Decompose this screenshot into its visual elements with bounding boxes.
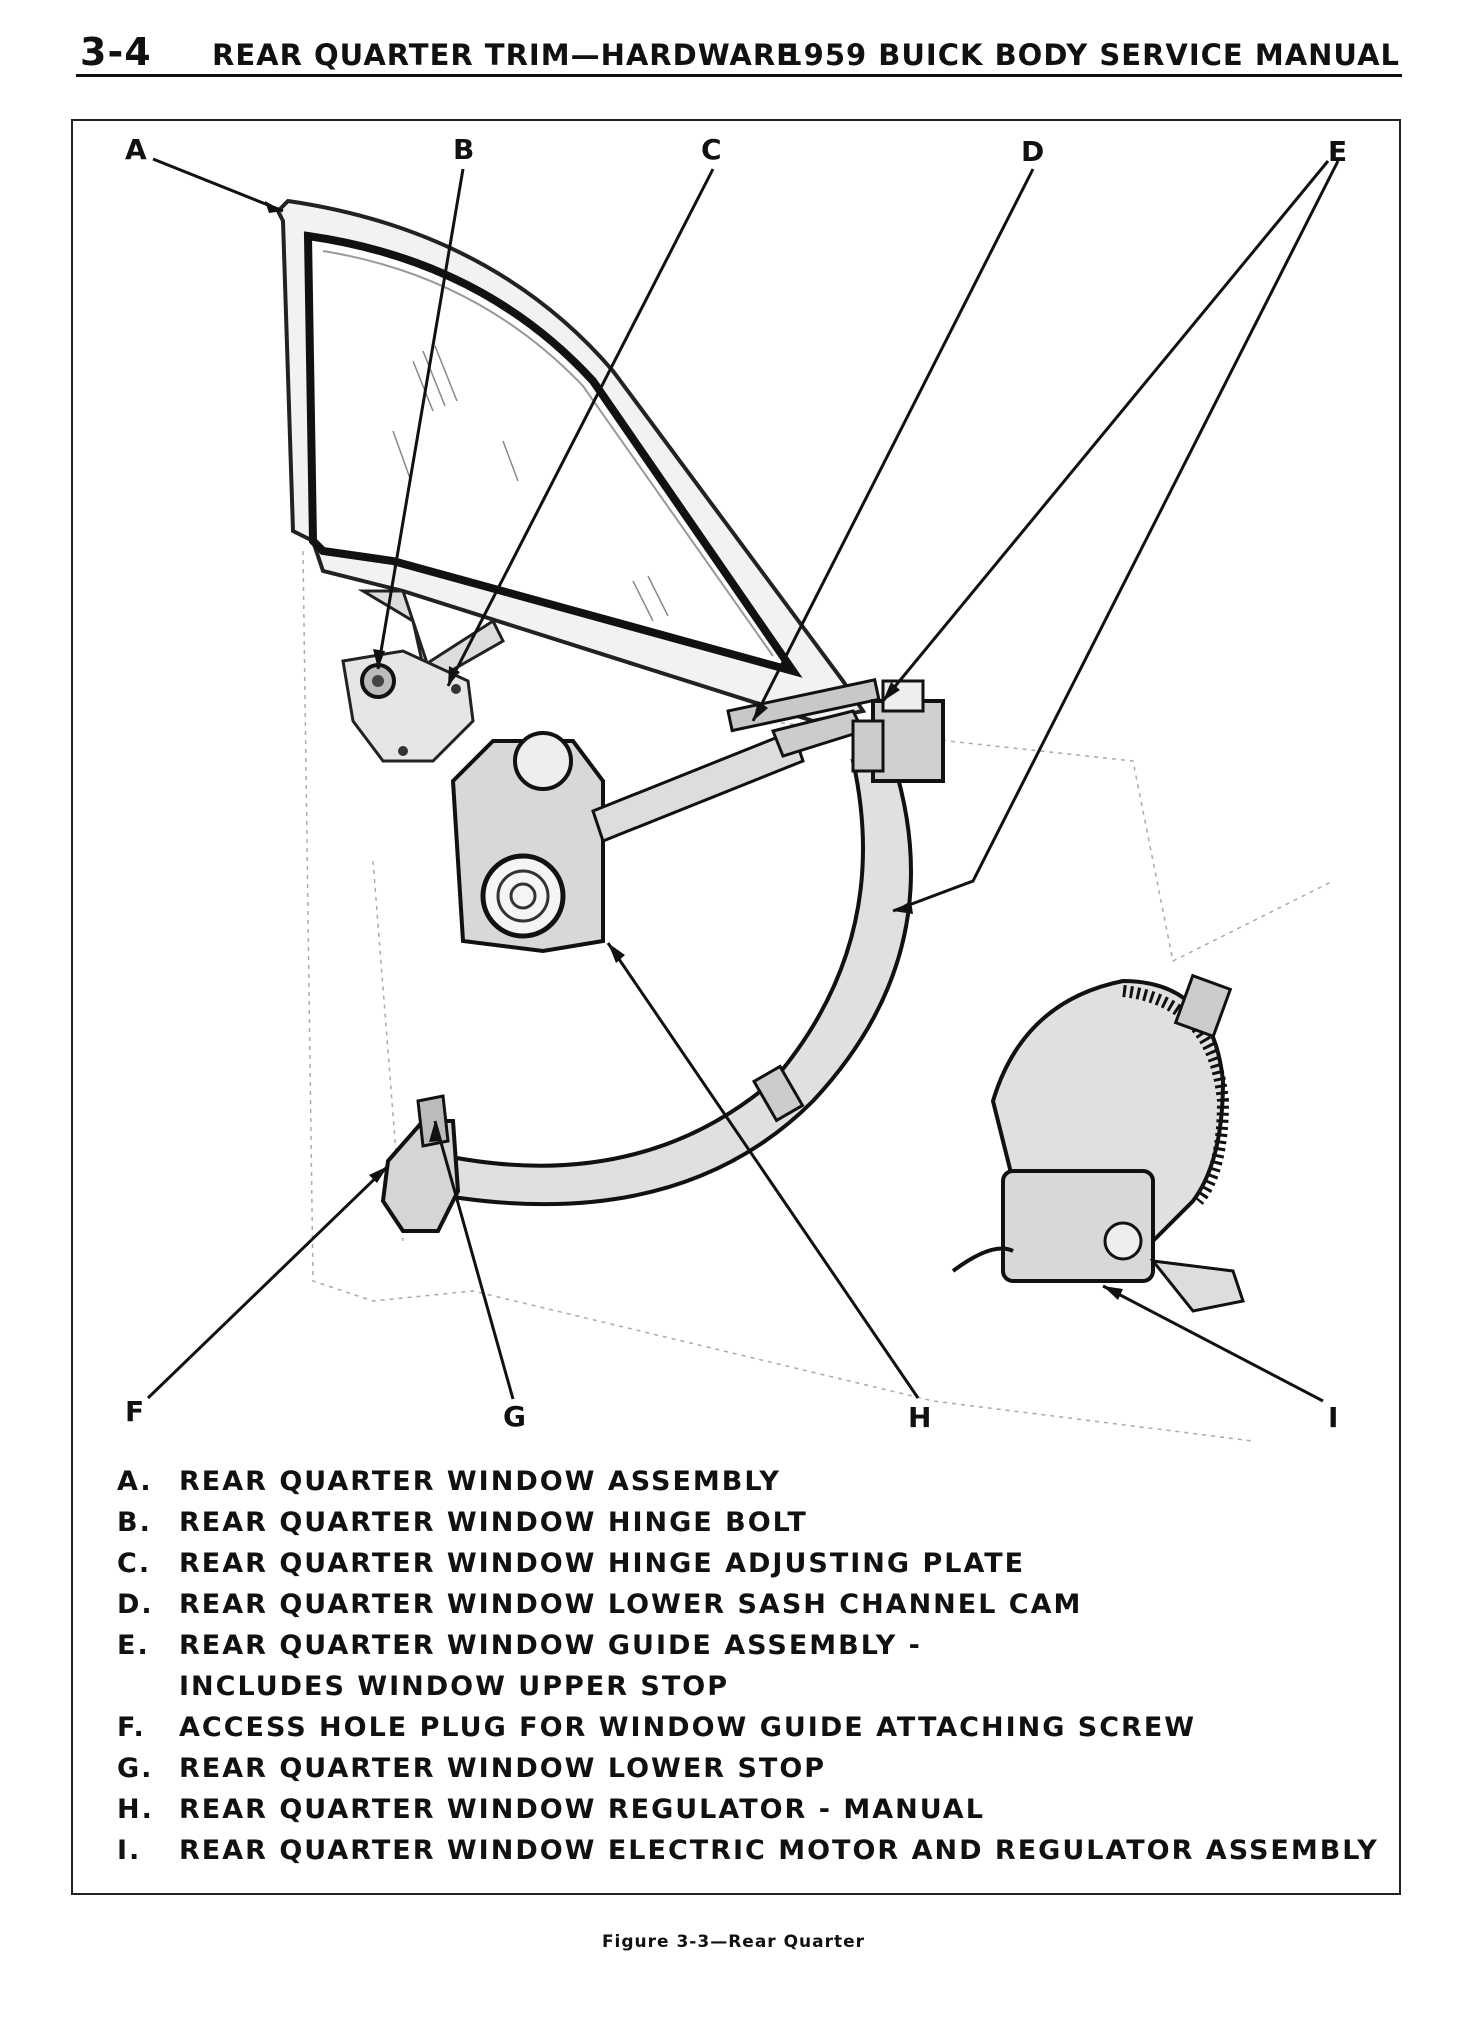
legend-text: REAR QUARTER WINDOW HINGE BOLT	[179, 1507, 808, 1538]
manual-regulator	[450, 678, 881, 954]
window-guide-assembly	[380, 679, 945, 1233]
rear-quarter-illustration: A B C D E F G H I	[125, 133, 1347, 1442]
callout-h: H	[908, 1401, 931, 1434]
legend-item-continuation: INCLUDES WINDOW UPPER STOP	[117, 1666, 1387, 1707]
legend-text: REAR QUARTER WINDOW LOWER STOP	[179, 1753, 827, 1784]
legend-key: B.	[117, 1507, 152, 1538]
legend-item: A. REAR QUARTER WINDOW ASSEMBLY	[117, 1461, 1387, 1502]
callout-a: A	[125, 133, 147, 166]
header-rule	[76, 74, 1402, 77]
figure-caption: Figure 3-3—Rear Quarter	[601, 1932, 866, 1952]
callout-b: B	[453, 133, 474, 166]
legend-key: I.	[117, 1835, 142, 1866]
leader-lines	[146, 157, 1340, 1403]
legend-key: A.	[117, 1466, 153, 1497]
legend-text: REAR QUARTER WINDOW GUIDE ASSEMBLY -	[179, 1630, 922, 1661]
legend-item: H. REAR QUARTER WINDOW REGULATOR - MANUA…	[117, 1789, 1387, 1830]
callout-i: I	[1328, 1401, 1338, 1434]
legend-text: REAR QUARTER WINDOW ELECTRIC MOTOR AND R…	[179, 1835, 1379, 1866]
callout-d: D	[1021, 135, 1044, 168]
page-number: 3-4	[80, 30, 152, 74]
callout-e: E	[1328, 135, 1347, 168]
legend-item: I. REAR QUARTER WINDOW ELECTRIC MOTOR AN…	[117, 1830, 1387, 1871]
legend-item: G. REAR QUARTER WINDOW LOWER STOP	[117, 1748, 1387, 1789]
legend-text: REAR QUARTER WINDOW REGULATOR - MANUAL	[179, 1794, 985, 1825]
callout-labels: A B C D E F G H I	[125, 133, 1347, 1434]
manual-title: 1959 BUICK BODY SERVICE MANUAL	[782, 38, 1400, 72]
callout-c: C	[701, 133, 722, 166]
hinge-plate	[341, 649, 475, 763]
section-title: REAR QUARTER TRIM—HARDWARE	[212, 38, 797, 72]
legend-key: F.	[117, 1712, 146, 1743]
legend-text: INCLUDES WINDOW UPPER STOP	[179, 1671, 730, 1702]
legend-item: C. REAR QUARTER WINDOW HINGE ADJUSTING P…	[117, 1543, 1387, 1584]
callout-g: G	[503, 1400, 526, 1433]
legend-text: ACCESS HOLE PLUG FOR WINDOW GUIDE ATTACH…	[179, 1712, 1197, 1743]
legend-key: C.	[117, 1548, 152, 1579]
legend-item: D. REAR QUARTER WINDOW LOWER SASH CHANNE…	[117, 1584, 1387, 1625]
page-header: 3-4 REAR QUARTER TRIM—HARDWARE 1959 BUIC…	[80, 30, 1400, 80]
figure-legend: A. REAR QUARTER WINDOW ASSEMBLY B. REAR …	[117, 1461, 1387, 1871]
figure-frame: A B C D E F G H I A. REAR QUARTER WINDOW…	[71, 119, 1401, 1895]
legend-item: F. ACCESS HOLE PLUG FOR WINDOW GUIDE ATT…	[117, 1707, 1387, 1748]
legend-text: REAR QUARTER WINDOW HINGE ADJUSTING PLAT…	[179, 1548, 1026, 1579]
callout-f: F	[125, 1395, 144, 1428]
window-assembly	[275, 198, 867, 724]
electric-motor-regulator	[951, 973, 1245, 1313]
legend-key: D.	[117, 1589, 154, 1620]
legend-text: REAR QUARTER WINDOW ASSEMBLY	[179, 1466, 781, 1497]
legend-item: E. REAR QUARTER WINDOW GUIDE ASSEMBLY -	[117, 1625, 1387, 1666]
legend-item: B. REAR QUARTER WINDOW HINGE BOLT	[117, 1502, 1387, 1543]
legend-key: H.	[117, 1794, 154, 1825]
legend-key: E.	[117, 1630, 150, 1661]
leader-arrowheads	[265, 201, 1123, 1300]
legend-key: G.	[117, 1753, 154, 1784]
legend-text: REAR QUARTER WINDOW LOWER SASH CHANNEL C…	[179, 1589, 1083, 1620]
